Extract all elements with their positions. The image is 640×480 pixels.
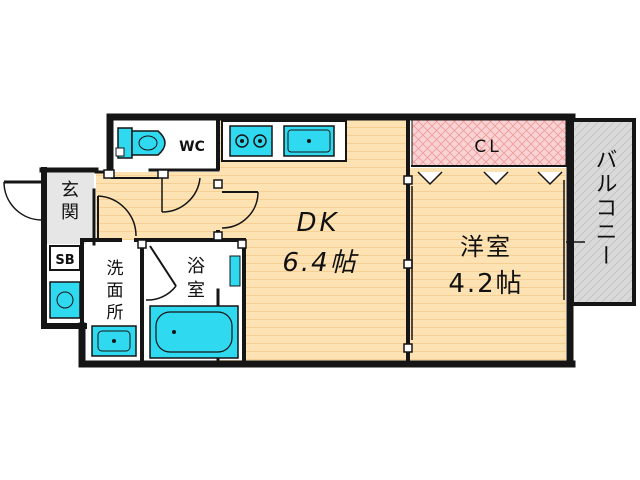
walls xyxy=(39,113,576,368)
washroom-label-3: 所 xyxy=(107,303,124,323)
western-floor xyxy=(408,168,566,362)
genkan-label-1: 玄 xyxy=(61,180,79,201)
wc-label: WC xyxy=(179,139,205,155)
wash-basin xyxy=(91,325,137,357)
washing-machine-pan xyxy=(49,281,81,319)
dk-size: 6.4帖 xyxy=(282,248,359,278)
kitchen-counter xyxy=(221,120,347,162)
kitchen-sink xyxy=(283,125,335,157)
western-size: 4.2帖 xyxy=(448,269,523,299)
genkan-floor xyxy=(42,172,94,244)
balcony: バルコニー xyxy=(556,118,636,306)
bathtub xyxy=(149,255,241,359)
balcony-label: バルコニー xyxy=(592,148,617,268)
hall-floor xyxy=(96,172,218,240)
closet-doors xyxy=(417,171,563,186)
room-labels: WC CL DK 6.4帖 洋室 4.2帖 玄 関 洗 面 所 浴 室 xyxy=(61,137,523,323)
washroom-label-1: 洗 xyxy=(107,259,124,279)
dk-name: DK xyxy=(296,208,339,238)
toilet xyxy=(115,127,166,159)
closet-label: CL xyxy=(474,137,501,157)
floors xyxy=(42,119,567,362)
stove xyxy=(229,125,273,157)
bath-label-2: 室 xyxy=(187,280,205,301)
washroom-label-2: 面 xyxy=(107,281,124,301)
partition-marks xyxy=(103,169,565,353)
doors xyxy=(3,177,259,301)
bath-label-1: 浴 xyxy=(187,256,205,277)
shoebox: SB xyxy=(49,245,81,271)
western-name: 洋室 xyxy=(460,233,512,261)
genkan-label-2: 関 xyxy=(61,202,79,223)
shoebox-label: SB xyxy=(55,253,74,268)
